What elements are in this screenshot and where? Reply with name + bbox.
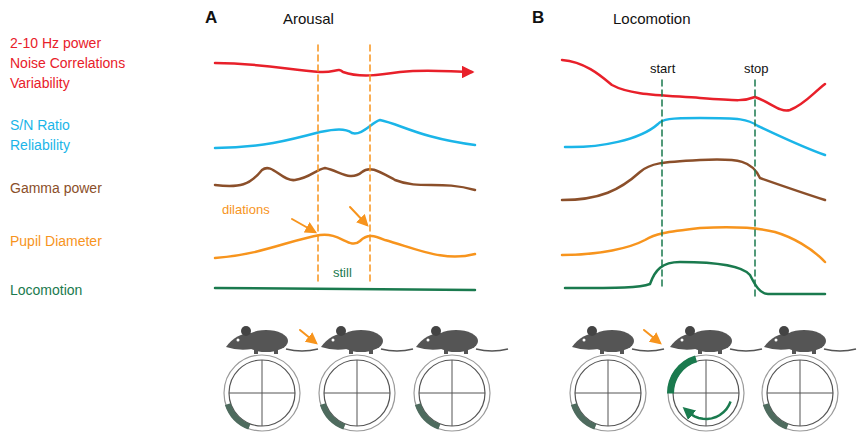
wheel [570,355,646,431]
trace-label: S/N Ratio [10,117,70,133]
wheel [667,355,744,431]
panel-title: Locomotion [613,10,691,27]
trace-label: Pupil Diameter [10,233,102,249]
panel-letter: A [205,8,217,28]
mouse [416,326,508,354]
panel-letter: B [532,8,544,28]
trace-label: Variability [10,75,70,91]
mouse [572,326,664,354]
wheel [762,355,838,431]
panel-title: Arousal [283,10,334,27]
annotation: stop [742,62,771,77]
trace-label: 2-10 Hz power [10,35,101,51]
annotation: start [648,62,677,77]
wheel [414,355,490,431]
mice-on-wheels [224,326,856,431]
annotation: dilations [220,203,272,218]
mouse [226,326,318,354]
mouse [670,326,762,354]
trace-label: Gamma power [10,180,102,196]
mouse [764,326,856,354]
mouse [321,326,413,354]
trace-label: Reliability [10,137,70,153]
trace-label: Noise Correlations [10,55,125,71]
wheel [224,355,300,431]
wheel [319,355,395,431]
trace-label: Locomotion [10,282,82,298]
traces [215,45,825,343]
annotation: still [331,266,354,281]
